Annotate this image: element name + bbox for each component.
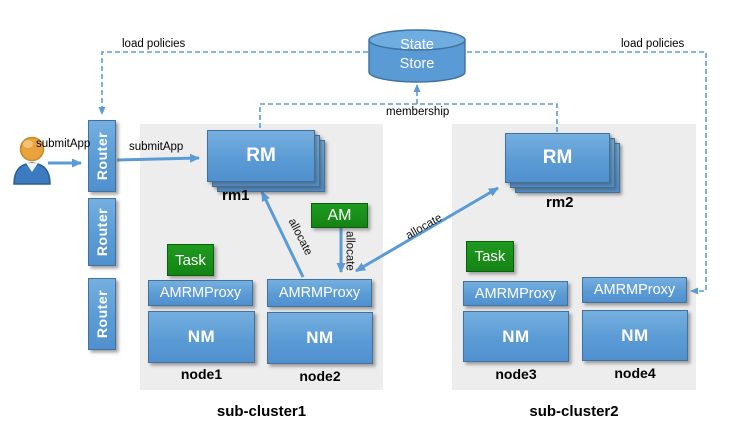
rm2-stack: RM: [505, 133, 623, 195]
load-policies-left-label: load policies: [122, 38, 186, 50]
nm-node1: NM: [148, 311, 255, 363]
nm-node3: NM: [463, 311, 569, 362]
sub-cluster2-label: sub-cluster2: [529, 403, 619, 420]
submitapp-router-label: submitApp: [129, 141, 184, 153]
nm-node2: NM: [267, 312, 373, 364]
sub-cluster1-label: sub-cluster1: [216, 403, 307, 420]
allocate-arrow-to-rm1: [260, 191, 305, 278]
state-store-cylinder: [368, 29, 466, 83]
amrmproxy-node1: AMRMProxy: [148, 280, 253, 306]
membership-line: [259, 103, 558, 132]
router-1: Router: [88, 120, 116, 192]
node4-label: node4: [614, 365, 656, 381]
membership-label: membership: [386, 106, 450, 118]
submitapp-user-label: submitApp: [36, 138, 91, 150]
amrmproxy-node2: AMRMProxy: [267, 279, 372, 307]
router-3: Router: [88, 278, 116, 350]
rm1-box: RM: [207, 130, 315, 182]
rm2-box: RM: [505, 133, 610, 183]
task-box-node1: Task: [167, 244, 214, 276]
rm1-name: rm1: [222, 187, 250, 204]
amrmproxy-node4: AMRMProxy: [582, 277, 687, 303]
load-policies-line: [98, 51, 707, 295]
router-2: Router: [88, 198, 116, 266]
allocate-label-am: allocate: [343, 231, 356, 271]
task-box-node3: Task: [466, 241, 514, 272]
user-icon: [13, 136, 51, 185]
amrmproxy-node3: AMRMProxy: [463, 281, 568, 306]
node1-label: node1: [180, 366, 223, 382]
submitapp-router-arrow: [116, 153, 200, 163]
am-box: AM: [311, 203, 368, 228]
allocate-arrow-to-rm2: [355, 186, 499, 273]
node3-label: node3: [495, 366, 537, 382]
nm-node4: NM: [582, 310, 688, 361]
load-policies-right-label: load policies: [621, 38, 685, 50]
node2-label: node2: [299, 368, 341, 384]
rm2-name: rm2: [546, 194, 574, 211]
rm1-stack: RM: [207, 130, 327, 194]
state-store-label: State Store: [399, 37, 435, 72]
